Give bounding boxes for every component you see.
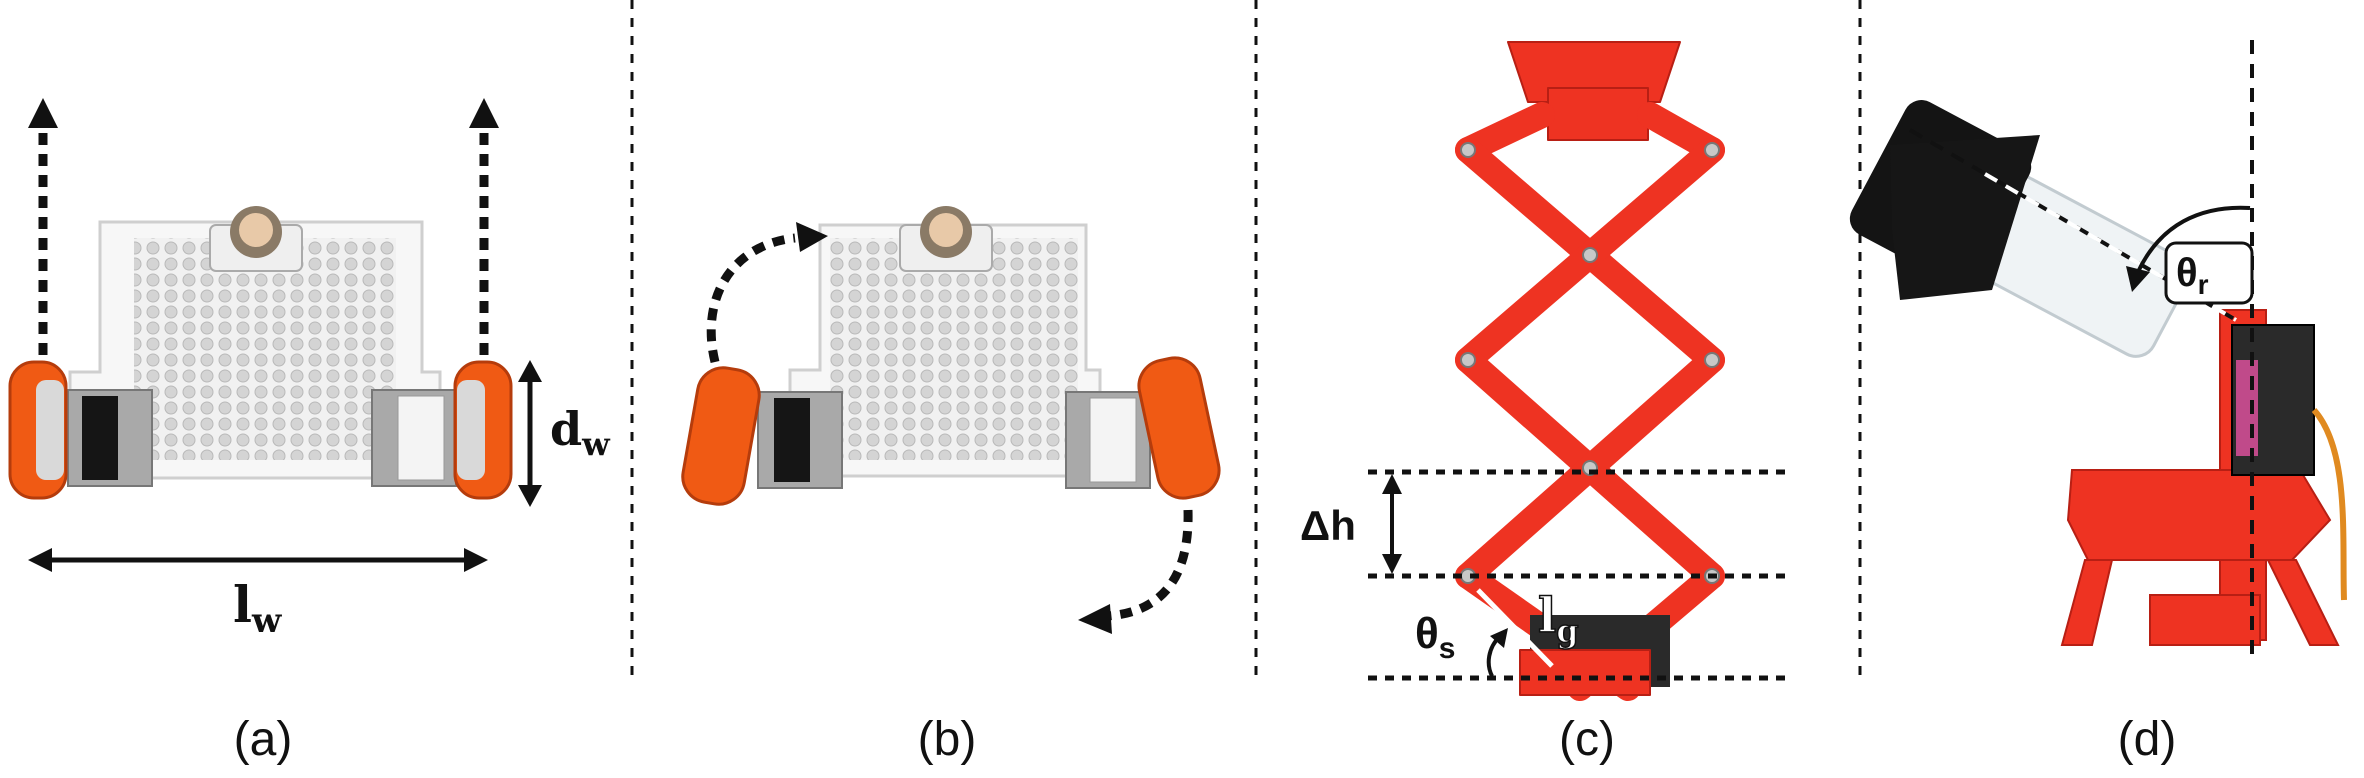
- caption-panel-b: (b): [917, 713, 977, 766]
- panel-d-annotations: θr: [1908, 40, 2254, 660]
- panel-b-annotations: [706, 222, 1193, 634]
- rotation-arc: [2136, 205, 2251, 273]
- label-height-step: Δh: [1300, 502, 1356, 549]
- curved-arrow-icon: [706, 233, 796, 364]
- caption-panel-d: (d): [2117, 713, 2177, 766]
- svg-text:lw: lw: [233, 575, 282, 641]
- lens-hood-rim: [1890, 135, 2040, 300]
- label-angle-s: θ: [1415, 609, 1439, 658]
- panel-separators: [630, 0, 1862, 680]
- mount-platform: [2066, 469, 2332, 561]
- caption-panel-a: (a): [233, 713, 293, 766]
- label-wheel-diameter: d: [550, 402, 582, 456]
- panel-b-robot-base: [681, 206, 1221, 506]
- hex-mesh: [830, 238, 1078, 460]
- label-angle-r: θ: [2176, 251, 2198, 295]
- svg-text:θr: θr: [2176, 251, 2209, 300]
- panel-a-robot-base: [8, 206, 513, 500]
- panel-c-annotations: Δh θs lg: [1300, 469, 1790, 681]
- link-length-marker: [1476, 588, 1554, 668]
- wheel-right: [1137, 356, 1221, 500]
- caption-panel-c: (c): [1559, 713, 1615, 766]
- curved-arrow-icon: [1107, 509, 1193, 621]
- panel-a-annotations: dw lw: [28, 98, 611, 641]
- pivot-joints: [1460, 142, 1720, 584]
- svg-text:dw: dw: [550, 402, 611, 463]
- scissor-links: [1455, 102, 1725, 701]
- wheel-left: [681, 366, 761, 506]
- angle-label-box: [2164, 241, 2254, 305]
- svg-text:lg: lg: [1538, 588, 1579, 650]
- hex-mesh: [134, 238, 396, 460]
- label-link-length: l: [1538, 588, 1556, 644]
- panel-c-scissor-lift: [1455, 41, 1725, 701]
- servo-cable: [2311, 407, 2347, 601]
- panel-d-camera-mount: [1849, 100, 2347, 646]
- label-wheel-base: l: [233, 575, 252, 634]
- svg-text:θs: θs: [1415, 609, 1455, 665]
